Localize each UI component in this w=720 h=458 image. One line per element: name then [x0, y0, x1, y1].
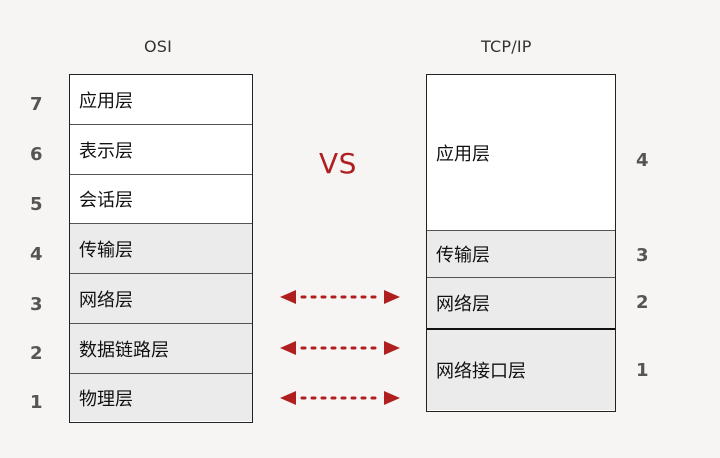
- osi-layer-number: 6: [30, 144, 43, 165]
- osi-layer-number: 1: [30, 392, 43, 413]
- tcpip-title: TCP/IP: [481, 37, 532, 56]
- osi-layer-number: 3: [30, 294, 43, 315]
- tcpip-layer-number: 3: [636, 245, 649, 266]
- osi-title: OSI: [144, 37, 173, 56]
- vs-label: VS: [319, 147, 357, 180]
- osi-layer-label: 会话层: [79, 190, 133, 211]
- tcpip-layer-label: 网络接口层: [436, 361, 526, 382]
- osi-stack: 应用层 表示层 会话层 传输层 网络层 数据链路层 物理层: [69, 74, 253, 423]
- osi-layer-label: 网络层: [79, 289, 133, 311]
- tcpip-layer-number: 1: [636, 360, 649, 381]
- double-arrow-icon: [280, 391, 400, 405]
- osi-layer-number: 2: [30, 343, 43, 364]
- tcpip-layer-label: 传输层: [436, 245, 490, 266]
- tcpip-layer-number: 2: [636, 292, 649, 313]
- osi-layer-number: 5: [30, 194, 43, 215]
- osi-layer-network: 网络层: [70, 274, 252, 324]
- tcpip-layer-label: 应用层: [436, 143, 490, 165]
- tcpip-layer-network-interface: 网络接口层: [427, 330, 615, 410]
- tcpip-layer-label: 网络层: [436, 294, 490, 315]
- tcpip-stack: 应用层 传输层 网络层 网络接口层: [426, 74, 616, 412]
- osi-layer-application: 应用层: [70, 75, 252, 125]
- osi-layer-label: 物理层: [79, 388, 133, 410]
- osi-layer-session: 会话层: [70, 175, 252, 224]
- double-arrow-icon: [280, 290, 400, 304]
- osi-layer-label: 数据链路层: [79, 339, 169, 361]
- tcpip-layer-transport: 传输层: [427, 231, 615, 278]
- osi-layer-presentation: 表示层: [70, 125, 252, 175]
- tcpip-layer-internet: 网络层: [427, 278, 615, 330]
- osi-layer-data-link: 数据链路层: [70, 324, 252, 374]
- osi-layer-physical: 物理层: [70, 374, 252, 421]
- tcpip-layer-application: 应用层: [427, 75, 615, 231]
- osi-layer-label: 传输层: [79, 239, 133, 261]
- osi-layer-transport: 传输层: [70, 224, 252, 274]
- osi-layer-label: 表示层: [79, 140, 133, 162]
- double-arrow-icon: [280, 341, 400, 355]
- osi-layer-number: 4: [30, 244, 43, 265]
- osi-layer-number: 7: [30, 94, 43, 115]
- osi-layer-label: 应用层: [79, 90, 133, 112]
- tcpip-layer-number: 4: [636, 150, 649, 171]
